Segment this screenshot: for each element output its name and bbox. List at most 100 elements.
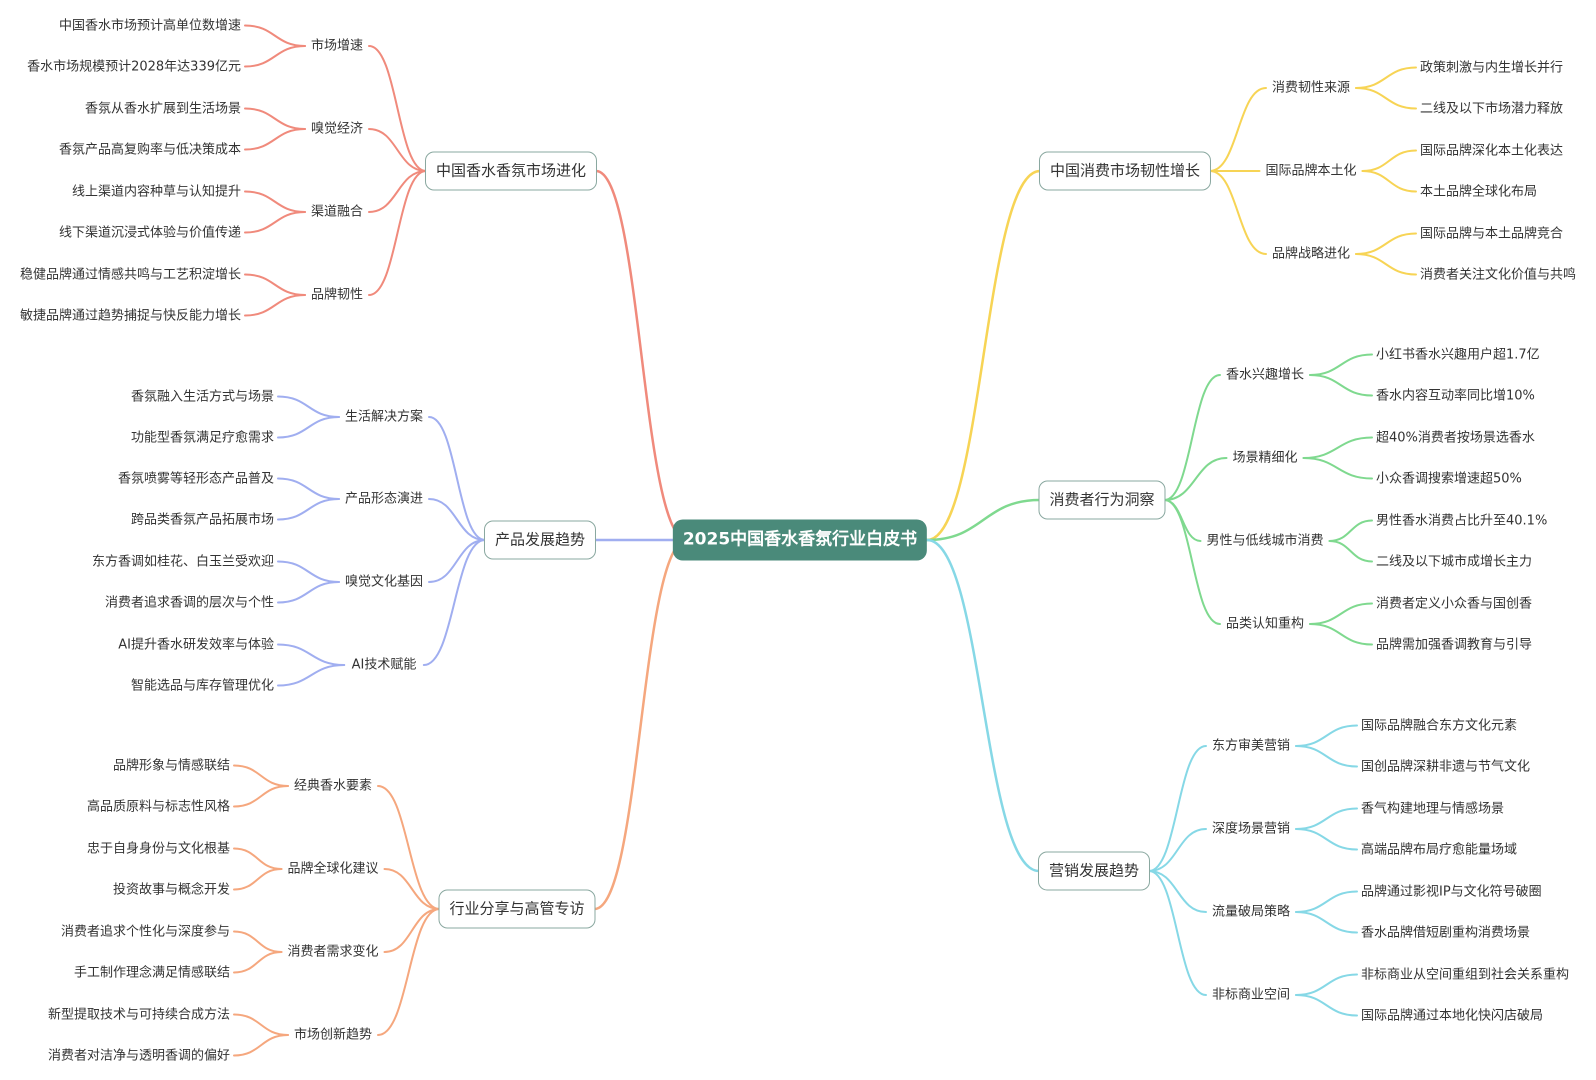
- sub-topic-consumer-insight-1[interactable]: 场景精细化: [1232, 450, 1298, 466]
- leaf-industry-interviews-0-1[interactable]: 高品质原料与标志性风格: [86, 799, 230, 814]
- connector-market-evolution-sub-1: [368, 128, 427, 172]
- leaf-market-evolution-1-1[interactable]: 香氛产品高复购率与低决策成本: [58, 142, 241, 157]
- leaf-market-evolution-3-1[interactable]: 敏捷品牌通过趋势捕捉与快反能力增长: [19, 308, 241, 323]
- branch-consumer-insight[interactable]: 消费者行为洞察: [1038, 480, 1166, 520]
- connector-market-evolution-leaf-3-1: [244, 294, 306, 317]
- leaf-product-trends-1-1[interactable]: 跨品类香氛产品拓展市场: [130, 512, 274, 527]
- leaf-consumption-resilience-2-0[interactable]: 国际品牌与本土品牌竞合: [1420, 226, 1564, 241]
- branch-industry-interviews[interactable]: 行业分享与高管专访: [438, 889, 596, 929]
- connector-market-evolution-sub-3: [368, 170, 427, 296]
- leaf-consumption-resilience-0-1[interactable]: 二线及以下市场潜力释放: [1420, 101, 1564, 116]
- connector-marketing-trends-leaf-2-1: [1295, 911, 1358, 934]
- connector-product-trends-sub-3: [422, 539, 486, 666]
- connector-marketing-trends-sub-2: [1148, 870, 1207, 913]
- leaf-consumer-insight-3-0[interactable]: 消费者定义小众香与国创香: [1376, 596, 1533, 611]
- leaf-market-evolution-2-1[interactable]: 线下渠道沉浸式体验与价值传递: [58, 225, 241, 240]
- connector-consumer-insight-leaf-3-1: [1309, 623, 1373, 646]
- sub-topic-marketing-trends-3[interactable]: 非标商业空间: [1211, 987, 1291, 1003]
- branch-market-evolution[interactable]: 中国香水香氛市场进化: [424, 151, 598, 191]
- leaf-product-trends-3-1[interactable]: 智能选品与库存管理优化: [130, 678, 274, 693]
- connector-product-trends-leaf-1-1: [277, 498, 340, 521]
- leaf-consumption-resilience-2-1[interactable]: 消费者关注文化价值与共鸣: [1420, 267, 1577, 282]
- sub-topic-product-trends-0[interactable]: 生活解决方案: [344, 409, 424, 425]
- leaf-marketing-trends-2-1[interactable]: 香水品牌借短剧重构消费场景: [1361, 925, 1531, 940]
- sub-topic-product-trends-2[interactable]: 嗅觉文化基因: [344, 574, 424, 590]
- sub-topic-industry-interviews-2[interactable]: 消费者需求变化: [287, 944, 379, 960]
- leaf-industry-interviews-2-1[interactable]: 手工制作理念满足情感联结: [73, 965, 230, 980]
- sub-topic-consumption-resilience-0[interactable]: 消费韧性来源: [1271, 80, 1351, 96]
- leaf-product-trends-0-1[interactable]: 功能型香氛满足疗愈需求: [130, 430, 274, 445]
- sub-topic-marketing-trends-1[interactable]: 深度场景营销: [1211, 821, 1291, 837]
- connector-consumer-insight-leaf-0-1: [1309, 374, 1373, 397]
- leaf-consumer-insight-2-0[interactable]: 男性香水消费占比升至40.1%: [1376, 513, 1548, 528]
- leaf-consumption-resilience-0-0[interactable]: 政策刺激与内生增长并行: [1420, 60, 1564, 75]
- leaf-product-trends-0-0[interactable]: 香氛融入生活方式与场景: [130, 389, 274, 404]
- connector-consumer-insight-sub-1: [1163, 457, 1228, 501]
- leaf-consumer-insight-1-1[interactable]: 小众香调搜索增速超50%: [1376, 471, 1522, 486]
- leaf-market-evolution-1-0[interactable]: 香氛从香水扩展到生活场景: [84, 101, 241, 116]
- sub-topic-industry-interviews-1[interactable]: 品牌全球化建议: [287, 861, 379, 877]
- connector-consumer-insight-sub-0: [1163, 374, 1221, 501]
- leaf-product-trends-1-0[interactable]: 香氛喷雾等轻形态产品普及: [117, 471, 274, 486]
- leaf-market-evolution-3-0[interactable]: 稳健品牌通过情感共鸣与工艺积淀增长: [19, 267, 241, 282]
- leaf-industry-interviews-3-0[interactable]: 新型提取技术与可持续合成方法: [47, 1007, 230, 1022]
- branch-product-trends[interactable]: 产品发展趋势: [483, 520, 597, 560]
- leaf-marketing-trends-1-1[interactable]: 高端品牌布局疗愈能量场域: [1361, 842, 1518, 857]
- sub-topic-market-evolution-3[interactable]: 品牌韧性: [310, 287, 364, 303]
- leaf-consumer-insight-0-0[interactable]: 小红书香水兴趣用户超1.7亿: [1376, 347, 1540, 362]
- leaf-marketing-trends-0-1[interactable]: 国创品牌深耕非遗与节气文化: [1361, 759, 1531, 774]
- leaf-marketing-trends-3-1[interactable]: 国际品牌通过本地化快闪店破局: [1361, 1008, 1544, 1023]
- sub-topic-market-evolution-2[interactable]: 渠道融合: [310, 204, 364, 220]
- leaf-marketing-trends-1-0[interactable]: 香气构建地理与情感场景: [1361, 801, 1505, 816]
- connector-industry-interviews-sub-2: [383, 908, 441, 953]
- leaf-marketing-trends-0-0[interactable]: 国际品牌融合东方文化元素: [1361, 718, 1518, 733]
- leaf-industry-interviews-0-0[interactable]: 品牌形象与情感联结: [112, 758, 230, 773]
- connector-product-trends-leaf-0-1: [277, 416, 340, 439]
- leaf-product-trends-2-0[interactable]: 东方香调如桂花、白玉兰受欢迎: [91, 554, 274, 569]
- connector-marketing-trends-leaf-1-0: [1295, 807, 1358, 830]
- sub-topic-industry-interviews-0[interactable]: 经典香水要素: [293, 778, 373, 794]
- leaf-industry-interviews-1-1[interactable]: 投资故事与概念开发: [112, 882, 230, 897]
- leaf-marketing-trends-2-0[interactable]: 品牌通过影视IP与文化符号破圈: [1361, 884, 1542, 899]
- leaf-industry-interviews-2-0[interactable]: 消费者追求个性化与深度参与: [60, 924, 230, 939]
- connector-marketing-trends-leaf-1-1: [1295, 828, 1358, 851]
- sub-topic-consumption-resilience-1[interactable]: 国际品牌本土化: [1265, 163, 1357, 179]
- leaf-market-evolution-2-0[interactable]: 线上渠道内容种草与认知提升: [71, 184, 241, 199]
- connector-consumption-resilience-leaf-2-0: [1355, 232, 1417, 255]
- leaf-consumer-insight-3-1[interactable]: 品牌需加强香调教育与引导: [1376, 637, 1533, 652]
- leaf-consumption-resilience-1-0[interactable]: 国际品牌深化本土化表达: [1420, 143, 1564, 158]
- leaf-consumption-resilience-1-1[interactable]: 本土品牌全球化布局: [1420, 184, 1538, 199]
- sub-topic-marketing-trends-0[interactable]: 东方审美营销: [1211, 738, 1291, 754]
- sub-topic-consumer-insight-3[interactable]: 品类认知重构: [1225, 616, 1305, 632]
- leaf-consumer-insight-0-1[interactable]: 香水内容互动率同比增10%: [1376, 388, 1535, 403]
- leaf-marketing-trends-3-0[interactable]: 非标商业从空间重组到社会关系重构: [1361, 967, 1570, 982]
- connector-marketing-trends-sub-3: [1148, 870, 1207, 996]
- leaf-product-trends-2-1[interactable]: 消费者追求香调的层次与个性: [104, 595, 274, 610]
- center-node[interactable]: 2025中国香水香氛行业白皮书: [672, 519, 928, 561]
- sub-topic-product-trends-1[interactable]: 产品形态演进: [344, 491, 424, 507]
- connector-consumer-insight-leaf-2-0: [1328, 519, 1373, 542]
- branch-consumption-resilience[interactable]: 中国消费市场韧性增长: [1038, 151, 1212, 191]
- sub-topic-industry-interviews-3[interactable]: 市场创新趋势: [293, 1027, 373, 1043]
- connector-industry-interviews-sub-3: [377, 908, 441, 1036]
- connector-industry-interviews-sub-0: [377, 785, 441, 910]
- leaf-consumer-insight-1-0[interactable]: 超40%消费者按场景选香水: [1376, 430, 1535, 445]
- sub-topic-marketing-trends-2[interactable]: 流量破局策略: [1211, 904, 1291, 920]
- sub-topic-product-trends-3[interactable]: AI技术赋能: [351, 657, 417, 673]
- leaf-industry-interviews-1-0[interactable]: 忠于自身身份与文化根基: [86, 841, 230, 856]
- leaf-consumer-insight-2-1[interactable]: 二线及以下城市成增长主力: [1376, 554, 1533, 569]
- sub-topic-consumption-resilience-2[interactable]: 品牌战略进化: [1271, 246, 1351, 262]
- connector-market-evolution-leaf-0-0: [244, 24, 306, 47]
- leaf-market-evolution-0-0[interactable]: 中国香水市场预计高单位数增速: [58, 18, 241, 33]
- connector-marketing-trends-leaf-3-1: [1295, 994, 1358, 1017]
- connector-consumption-resilience-leaf-1-0: [1361, 149, 1417, 172]
- branch-marketing-trends[interactable]: 营销发展趋势: [1037, 851, 1151, 891]
- sub-topic-consumer-insight-0[interactable]: 香水兴趣增长: [1225, 367, 1305, 383]
- leaf-industry-interviews-3-1[interactable]: 消费者对洁净与透明香调的偏好: [47, 1048, 230, 1063]
- leaf-market-evolution-0-1[interactable]: 香水市场规模预计2028年达339亿元: [27, 59, 241, 74]
- sub-topic-consumer-insight-2[interactable]: 男性与低线城市消费: [1206, 533, 1324, 549]
- sub-topic-market-evolution-1[interactable]: 嗅觉经济: [310, 121, 364, 137]
- sub-topic-market-evolution-0[interactable]: 市场增速: [310, 38, 364, 54]
- leaf-product-trends-3-0[interactable]: AI提升香水研发效率与体验: [118, 637, 274, 652]
